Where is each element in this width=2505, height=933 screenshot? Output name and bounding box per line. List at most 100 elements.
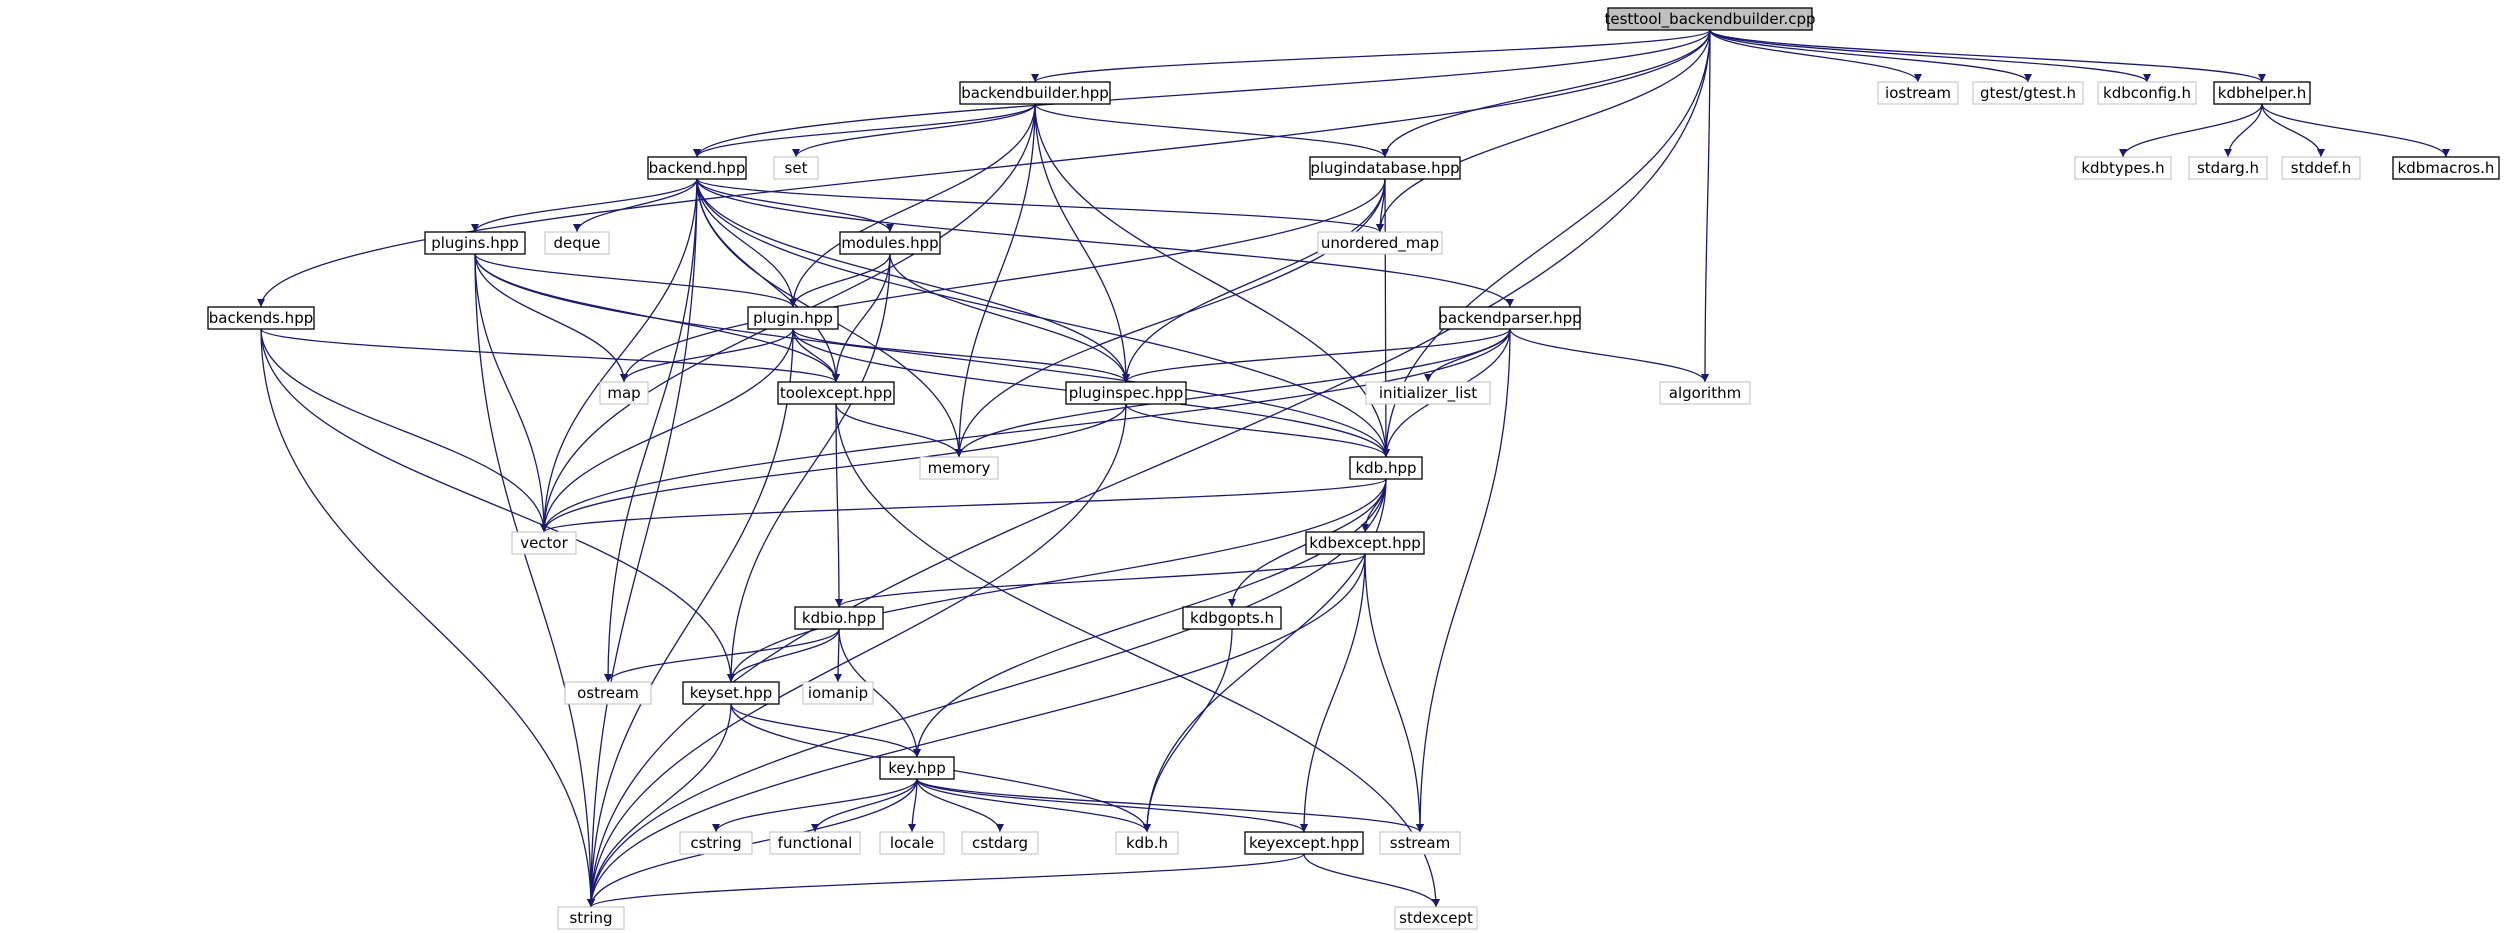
node-label: unordered_map xyxy=(1321,234,1439,253)
node-kdbmacros[interactable]: kdbmacros.h xyxy=(2392,156,2500,180)
edge-backendparser_hpp-to-pluginspec_hpp xyxy=(1122,328,1511,383)
node-initializer-list[interactable]: initializer_list xyxy=(1365,381,1491,405)
edge-plugins_hpp-to-string xyxy=(474,253,595,908)
node-label: vector xyxy=(520,534,568,552)
edge-backend_hpp-to-modules_hpp xyxy=(696,178,894,233)
edge-kdbexcept_hpp-to-sstream xyxy=(1364,553,1424,833)
node-plugin-hpp[interactable]: plugin.hpp xyxy=(747,306,839,330)
node-label: kdbgopts.h xyxy=(1190,609,1274,627)
node-label: keyset.hpp xyxy=(690,684,773,702)
node-backend-hpp[interactable]: backend.hpp xyxy=(647,156,747,180)
node-iostream[interactable]: iostream xyxy=(1877,81,1959,105)
edge-key_hpp-to-functional xyxy=(811,778,918,833)
node-cstdarg[interactable]: cstdarg xyxy=(961,831,1039,855)
node-cstring[interactable]: cstring xyxy=(679,831,753,855)
edge-backend_hpp-to-plugins_hpp xyxy=(471,178,698,233)
node-sstream[interactable]: sstream xyxy=(1379,831,1461,855)
edge-plugins_hpp-to-kdb_hpp xyxy=(474,253,1390,458)
edge-plugindatabase_hpp-to-pluginspec_hpp xyxy=(1122,178,1386,383)
edge-pluginspec_hpp-to-vector xyxy=(540,403,1127,533)
node-stddef[interactable]: stddef.h xyxy=(2281,156,2361,180)
node-kdbconfig[interactable]: kdbconfig.h xyxy=(2097,81,2197,105)
node-algorithm[interactable]: algorithm xyxy=(1659,381,1751,405)
node-iomanip[interactable]: iomanip xyxy=(802,681,874,705)
edge-plugindatabase_hpp-to-memory xyxy=(955,178,1386,458)
node-toolexcept-hpp[interactable]: toolexcept.hpp xyxy=(777,381,895,405)
node-label: cstring xyxy=(690,834,741,852)
node-kdb-h[interactable]: kdb.h xyxy=(1115,831,1179,855)
node-modules-hpp[interactable]: modules.hpp xyxy=(839,231,941,255)
node-label: backends.hpp xyxy=(209,309,314,327)
node-plugins-hpp[interactable]: plugins.hpp xyxy=(424,231,526,255)
node-label: key.hpp xyxy=(888,759,945,777)
node-functional[interactable]: functional xyxy=(769,831,861,855)
node-unordered-map[interactable]: unordered_map xyxy=(1317,231,1443,255)
node-box xyxy=(2074,156,2172,180)
edge-backendbuilder_hpp-to-pluginspec_hpp xyxy=(1034,103,1130,383)
node-deque[interactable]: deque xyxy=(544,231,610,255)
node-root[interactable]: testtool_backendbuilder.cpp xyxy=(1604,7,1816,31)
edge-pluginspec_hpp-to-string xyxy=(587,403,1127,908)
edge-root-to-gtest xyxy=(1709,29,2032,83)
edge-kdbgopts-to-kdb_h xyxy=(1143,628,1233,833)
node-box xyxy=(879,831,945,855)
node-set[interactable]: set xyxy=(773,156,819,180)
node-kdb-hpp[interactable]: kdb.hpp xyxy=(1349,456,1423,480)
node-ostream[interactable]: ostream xyxy=(564,681,652,705)
node-vector[interactable]: vector xyxy=(511,531,577,555)
node-label: deque xyxy=(553,234,600,252)
node-keyset-hpp[interactable]: keyset.hpp xyxy=(682,681,780,705)
node-box xyxy=(1244,831,1364,855)
node-box xyxy=(424,231,526,255)
node-locale[interactable]: locale xyxy=(879,831,945,855)
node-label: functional xyxy=(778,834,853,852)
node-label: backend.hpp xyxy=(649,159,746,177)
node-label: plugins.hpp xyxy=(431,234,519,252)
node-key-hpp[interactable]: key.hpp xyxy=(879,756,955,780)
edge-backend_hpp-to-vector xyxy=(540,178,698,533)
edge-backendbuilder_hpp-to-set xyxy=(792,103,1036,158)
node-kdbhelper[interactable]: kdbhelper.h xyxy=(2213,81,2311,105)
node-box xyxy=(1972,81,2084,105)
node-pluginspec-hpp[interactable]: pluginspec.hpp xyxy=(1065,381,1187,405)
edge-keyset_hpp-to-key_hpp xyxy=(730,703,921,758)
node-gtest[interactable]: gtest/gtest.h xyxy=(1972,81,2084,105)
edge-kdb_hpp-to-vector xyxy=(540,478,1387,533)
node-box xyxy=(879,756,955,780)
node-plugindatabase-hpp[interactable]: plugindatabase.hpp xyxy=(1309,156,1461,180)
node-box xyxy=(2188,156,2268,180)
node-kdbtypes[interactable]: kdbtypes.h xyxy=(2074,156,2172,180)
node-backends-hpp[interactable]: backends.hpp xyxy=(207,306,315,330)
edge-keyexcept_hpp-to-stdexcept xyxy=(1303,853,1440,908)
edge-layer xyxy=(257,29,2450,908)
node-kdbexcept-hpp[interactable]: kdbexcept.hpp xyxy=(1305,531,1425,555)
node-label: ostream xyxy=(577,684,639,702)
node-label: iostream xyxy=(1885,84,1951,102)
node-box xyxy=(1365,381,1491,405)
node-backendparser-hpp[interactable]: backendparser.hpp xyxy=(1438,306,1582,330)
node-kdbio-hpp[interactable]: kdbio.hpp xyxy=(794,606,884,630)
edge-key_hpp-to-kdb_h xyxy=(916,778,1151,833)
edge-backend_hpp-to-string xyxy=(587,178,698,908)
node-backendbuilder-hpp[interactable]: backendbuilder.hpp xyxy=(959,81,1111,105)
edge-backend_hpp-to-plugin_hpp xyxy=(696,178,797,308)
node-label: stdexcept xyxy=(1399,909,1473,927)
edge-toolexcept_hpp-to-stdexcept xyxy=(835,403,1440,908)
edge-root-to-backend_hpp xyxy=(693,29,1711,158)
edge-kdbhelper-to-stddef xyxy=(2261,103,2325,158)
node-kdbgopts[interactable]: kdbgopts.h xyxy=(1182,606,1282,630)
edge-backend_hpp-to-deque xyxy=(573,178,698,233)
node-box xyxy=(564,681,652,705)
node-keyexcept-hpp[interactable]: keyexcept.hpp xyxy=(1244,831,1364,855)
node-stdexcept[interactable]: stdexcept xyxy=(1394,906,1478,930)
edge-backendbuilder_hpp-to-plugin_hpp xyxy=(789,103,1036,308)
node-stdarg[interactable]: stdarg.h xyxy=(2188,156,2268,180)
node-memory[interactable]: memory xyxy=(919,456,999,480)
edge-backend_hpp-to-backendparser_hpp xyxy=(696,178,1514,308)
edge-plugin_hpp-to-vector xyxy=(540,328,794,533)
node-string[interactable]: string xyxy=(557,906,625,930)
edge-backends_hpp-to-vector xyxy=(260,328,548,533)
edge-keyset_hpp-to-string xyxy=(587,703,732,908)
node-map[interactable]: map xyxy=(599,381,649,405)
edge-kdbhelper-to-stdarg xyxy=(2224,103,2263,158)
